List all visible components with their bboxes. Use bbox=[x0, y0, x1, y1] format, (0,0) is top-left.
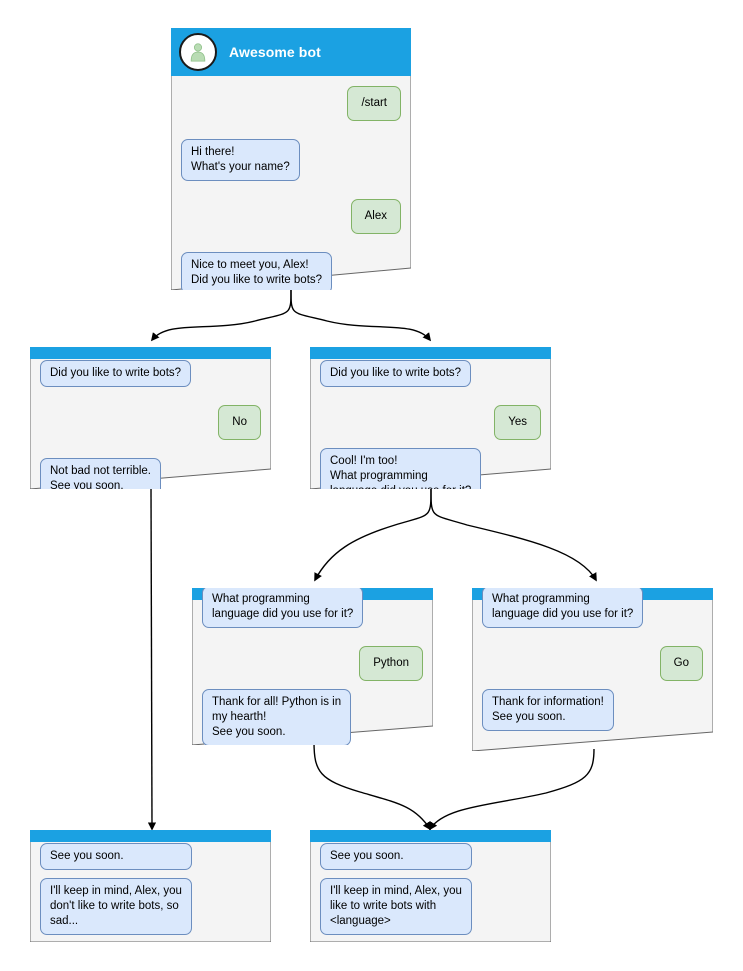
node-header-bar bbox=[310, 347, 551, 359]
bot-bubble[interactable]: What programming language did you use fo… bbox=[202, 588, 364, 628]
node-no-branch[interactable]: Did you like to write bots? No Not bad n… bbox=[30, 347, 271, 489]
user-bubble[interactable]: Alex bbox=[350, 199, 401, 234]
bot-bubble[interactable]: Cool! I'm too! What programming language… bbox=[320, 448, 482, 489]
chat-row: Thank for information! See you soon. bbox=[482, 689, 703, 731]
no-branch-chat-log: Did you like to write bots? No Not bad n… bbox=[30, 360, 271, 489]
chat-row: No bbox=[40, 405, 261, 440]
yes-branch-chat-log: Did you like to write bots? Yes Cool! I'… bbox=[310, 360, 551, 489]
bot-bubble[interactable]: I'll keep in mind, Alex, you like to wri… bbox=[320, 878, 472, 935]
node-go-branch[interactable]: What programming language did you use fo… bbox=[472, 588, 713, 751]
edge-go-to-end-happy bbox=[429, 748, 595, 831]
bot-bubble[interactable]: I'll keep in mind, Alex, you don't like … bbox=[40, 878, 192, 935]
chat-row: Thank for all! Python is in my hearth! S… bbox=[202, 689, 423, 745]
chat-row: Go bbox=[482, 646, 703, 681]
chat-row: Nice to meet you, Alex! Did you like to … bbox=[181, 252, 401, 290]
node-header-bar bbox=[310, 830, 551, 842]
node-end-happy[interactable]: See you soon. I'll keep in mind, Alex, y… bbox=[310, 830, 551, 942]
bot-bubble[interactable]: Did you like to write bots? bbox=[40, 360, 192, 387]
end-happy-chat-log: See you soon. I'll keep in mind, Alex, y… bbox=[310, 843, 551, 942]
chat-row: Cool! I'm too! What programming language… bbox=[320, 448, 541, 489]
node-yes-branch[interactable]: Did you like to write bots? Yes Cool! I'… bbox=[310, 347, 551, 489]
edge-no-to-end-sad bbox=[147, 486, 157, 831]
chat-row: See you soon. bbox=[320, 843, 541, 870]
chat-row: See you soon. bbox=[40, 843, 261, 870]
go-branch-chat-log: What programming language did you use fo… bbox=[472, 588, 713, 741]
bot-bubble[interactable]: Did you like to write bots? bbox=[320, 360, 472, 387]
user-bubble[interactable]: No bbox=[218, 405, 261, 440]
user-bubble[interactable]: /start bbox=[347, 86, 401, 121]
chat-row: I'll keep in mind, Alex, you like to wri… bbox=[320, 878, 541, 935]
root-header-bar: Awesome bot bbox=[171, 28, 411, 76]
node-python-branch[interactable]: What programming language did you use fo… bbox=[192, 588, 433, 745]
bot-bubble[interactable]: See you soon. bbox=[320, 843, 472, 870]
node-header-bar bbox=[30, 830, 271, 842]
chat-row: Python bbox=[202, 646, 423, 681]
bot-bubble[interactable]: Nice to meet you, Alex! Did you like to … bbox=[181, 252, 333, 290]
chat-row: What programming language did you use fo… bbox=[482, 588, 703, 628]
edge-yes-to-go bbox=[430, 488, 597, 582]
bot-bubble[interactable]: Thank for all! Python is in my hearth! S… bbox=[202, 689, 352, 745]
edge-python-to-end-happy bbox=[313, 741, 431, 831]
chat-row: Did you like to write bots? bbox=[320, 360, 541, 387]
python-branch-chat-log: What programming language did you use fo… bbox=[192, 588, 433, 745]
bot-bubble[interactable]: What programming language did you use fo… bbox=[482, 588, 644, 628]
node-end-sad[interactable]: See you soon. I'll keep in mind, Alex, y… bbox=[30, 830, 271, 942]
user-bubble[interactable]: Go bbox=[659, 646, 703, 681]
bot-bubble[interactable]: Thank for information! See you soon. bbox=[482, 689, 614, 731]
chat-row: /start bbox=[181, 86, 401, 121]
user-bubble[interactable]: Python bbox=[359, 646, 423, 681]
node-root[interactable]: Awesome bot /start Hi there! What's your… bbox=[171, 28, 411, 290]
end-sad-chat-log: See you soon. I'll keep in mind, Alex, y… bbox=[30, 843, 271, 942]
chat-row: Yes bbox=[320, 405, 541, 440]
user-bubble[interactable]: Yes bbox=[494, 405, 541, 440]
chat-row: What programming language did you use fo… bbox=[202, 588, 423, 628]
edge-yes-to-python bbox=[314, 488, 432, 582]
chat-row: Did you like to write bots? bbox=[40, 360, 261, 387]
chat-row: Alex bbox=[181, 199, 401, 234]
bot-bubble[interactable]: Hi there! What's your name? bbox=[181, 139, 300, 181]
chat-row: Not bad not terrible. See you soon. bbox=[40, 458, 261, 489]
root-header-title: Awesome bot bbox=[229, 44, 321, 60]
chat-row: Hi there! What's your name? bbox=[181, 139, 401, 181]
bot-bubble[interactable]: Not bad not terrible. See you soon. bbox=[40, 458, 162, 489]
node-header-bar bbox=[30, 347, 271, 359]
chat-row: I'll keep in mind, Alex, you don't like … bbox=[40, 878, 261, 935]
root-chat-log: /start Hi there! What's your name? Alex … bbox=[171, 86, 411, 290]
person-avatar-icon bbox=[179, 33, 217, 71]
bot-bubble[interactable]: See you soon. bbox=[40, 843, 192, 870]
edge-root-to-yes bbox=[290, 289, 432, 342]
edge-root-to-no bbox=[150, 289, 292, 342]
